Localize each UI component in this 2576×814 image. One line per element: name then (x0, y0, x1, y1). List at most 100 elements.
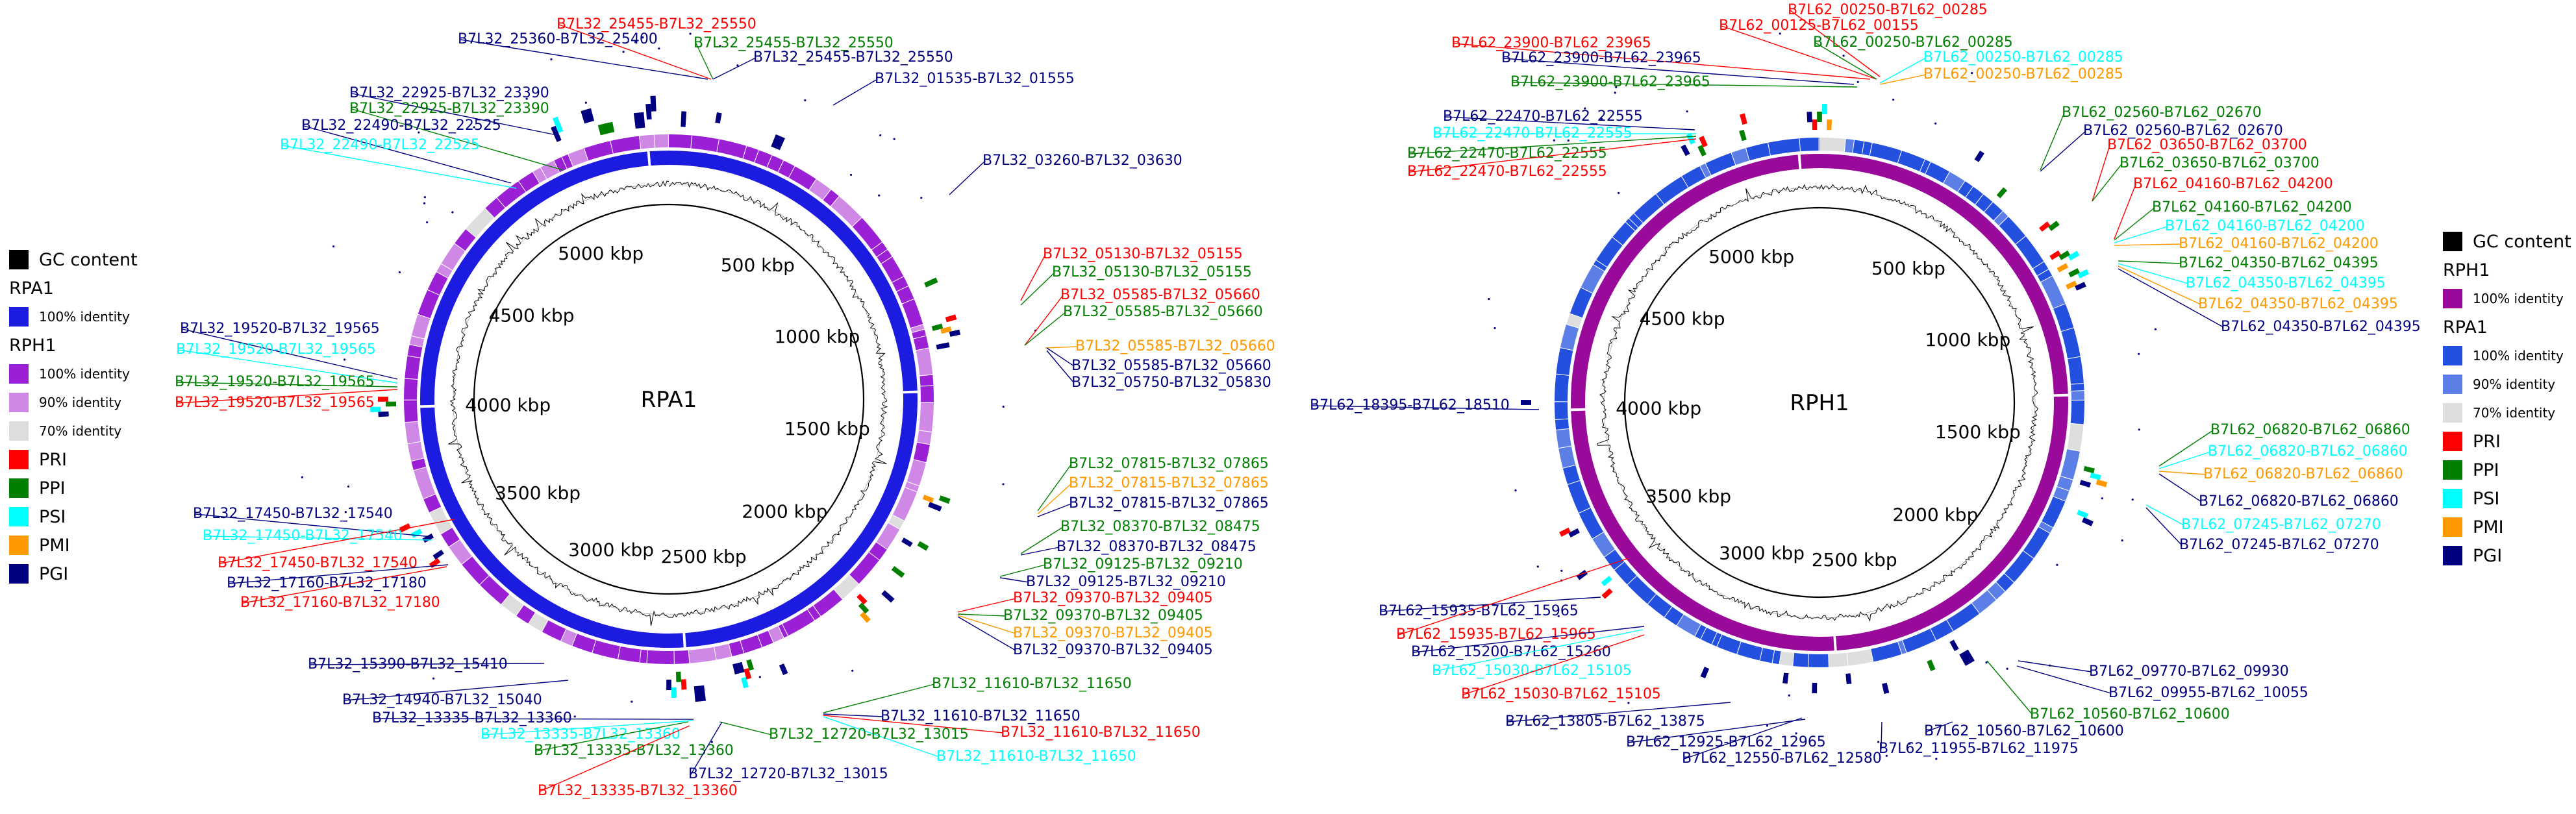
leader-line (1020, 526, 1064, 554)
feature-block (386, 401, 397, 407)
legend-label: PRI (39, 449, 68, 470)
legend-label: PSI (2473, 488, 2500, 509)
identity-segment (533, 167, 547, 183)
feature-label: B7L62_00250-B7L62_00285 (1813, 34, 2013, 51)
feature-label: B7L32_22490-B7L32_22525 (280, 137, 480, 153)
ring-gap (1570, 408, 1586, 412)
leader-line (823, 716, 940, 758)
feature-block (1681, 144, 1690, 156)
marker-dot (1557, 615, 1560, 617)
leader-line (2118, 265, 2201, 305)
feature-label: B7L62_04160-B7L62_04200 (2152, 199, 2352, 216)
feature-block (671, 687, 677, 698)
marker-dot (893, 138, 895, 140)
leader-line (1790, 10, 1881, 77)
legend-label: PPI (2473, 460, 2499, 480)
feature-block (2079, 480, 2092, 488)
identity-segment (2067, 423, 2084, 451)
identity-segment (449, 539, 472, 565)
identity-segment (910, 325, 925, 333)
identity-segment (778, 160, 795, 178)
feature-block (2083, 466, 2095, 474)
feature-label: B7L32_07815-B7L32_07865 (1069, 475, 1269, 491)
leader-line (182, 328, 398, 380)
feature-label: B7L32_25455-B7L32_25550 (556, 16, 757, 32)
identity-segment (1760, 648, 1775, 663)
feature-block (694, 685, 707, 702)
leader-line (1434, 629, 1644, 672)
marker-dot (634, 41, 637, 43)
feature-block (938, 495, 951, 504)
feature-block (1568, 528, 1580, 538)
marker-dot (476, 711, 479, 713)
marker-dot (398, 271, 401, 274)
feature-label: B7L32_09370-B7L32_09405 (1013, 642, 1213, 658)
legend-group-heading: RPH1 (9, 335, 56, 356)
identity-segment (2038, 521, 2053, 533)
feature-label: B7L32_03260-B7L32_03630 (982, 153, 1182, 169)
feature-label: B7L32_22490-B7L32_22525 (301, 117, 501, 134)
identity-segment (462, 556, 489, 585)
identity-segment (1999, 216, 2026, 244)
identity-segment (743, 146, 758, 162)
leader-line (1453, 43, 1871, 80)
feature-block (1927, 660, 1936, 671)
marker-dot (418, 131, 420, 134)
identity-segment (1556, 348, 1573, 375)
identity-segment (2041, 276, 2066, 308)
tick-label: 5000 kbp (558, 243, 644, 264)
identity-segment (1596, 237, 1623, 267)
feature-block (1782, 672, 1789, 684)
identity-segment (691, 135, 719, 152)
legend-right: GC content RPH1 100% identity RPA1 100% … (2443, 227, 2571, 570)
marker-dot (473, 126, 475, 129)
leader-line (344, 680, 569, 701)
identity-segment (1994, 211, 2008, 226)
identity-segment (405, 421, 421, 444)
leader-line (823, 715, 1004, 734)
marker-dot (1514, 489, 1517, 492)
identity-segment (1779, 651, 1794, 666)
marker-dot (1002, 405, 1005, 408)
feature-block (666, 679, 671, 690)
feature-block (858, 602, 869, 614)
identity-segment (876, 523, 900, 550)
feature-block (581, 108, 595, 124)
leader-line (2145, 507, 2182, 546)
identity-segment (411, 458, 427, 471)
ring-gap (2053, 393, 2069, 397)
feature-block (1826, 119, 1832, 130)
leader-line (219, 519, 455, 564)
identity-segment (2032, 262, 2049, 276)
swatch-identity (9, 421, 29, 441)
identity-segment (1898, 640, 1907, 654)
leader-line (1628, 719, 1806, 743)
feature-block (715, 112, 722, 124)
identity-segment (782, 610, 815, 636)
feature-label: B7L62_15200-B7L62_15260 (1411, 644, 1611, 660)
feature-block (378, 397, 389, 402)
feature-block (2090, 473, 2101, 480)
leader-line (1512, 82, 1858, 88)
identity-segment (455, 229, 476, 251)
legend-label: GC content (39, 249, 138, 270)
feature-block (931, 323, 944, 331)
marker-dot (2154, 328, 2157, 330)
feature-label: B7L62_22470-B7L62_22555 (1432, 125, 1632, 142)
ring-gap (1797, 154, 1802, 170)
identity-segment (423, 494, 442, 513)
leader-line (1024, 312, 1066, 346)
leader-line (957, 616, 1016, 651)
feature-label: B7L32_08370-B7L32_08475 (1060, 519, 1260, 535)
leader-line (2040, 112, 2065, 171)
marker-dot (525, 97, 528, 100)
feature-label: B7L62_12925-B7L62_12965 (1626, 734, 1826, 750)
feature-label: B7L62_15030-B7L62_15105 (1432, 663, 1632, 679)
identity-segment (2042, 497, 2066, 528)
identity-segment (429, 507, 452, 534)
feature-block (1812, 119, 1818, 130)
leader-line (2092, 163, 2123, 202)
identity-segment (1592, 532, 1615, 557)
tick-label: 500 kbp (1871, 258, 1945, 279)
feature-label: B7L32_07815-B7L32_07865 (1069, 495, 1269, 512)
